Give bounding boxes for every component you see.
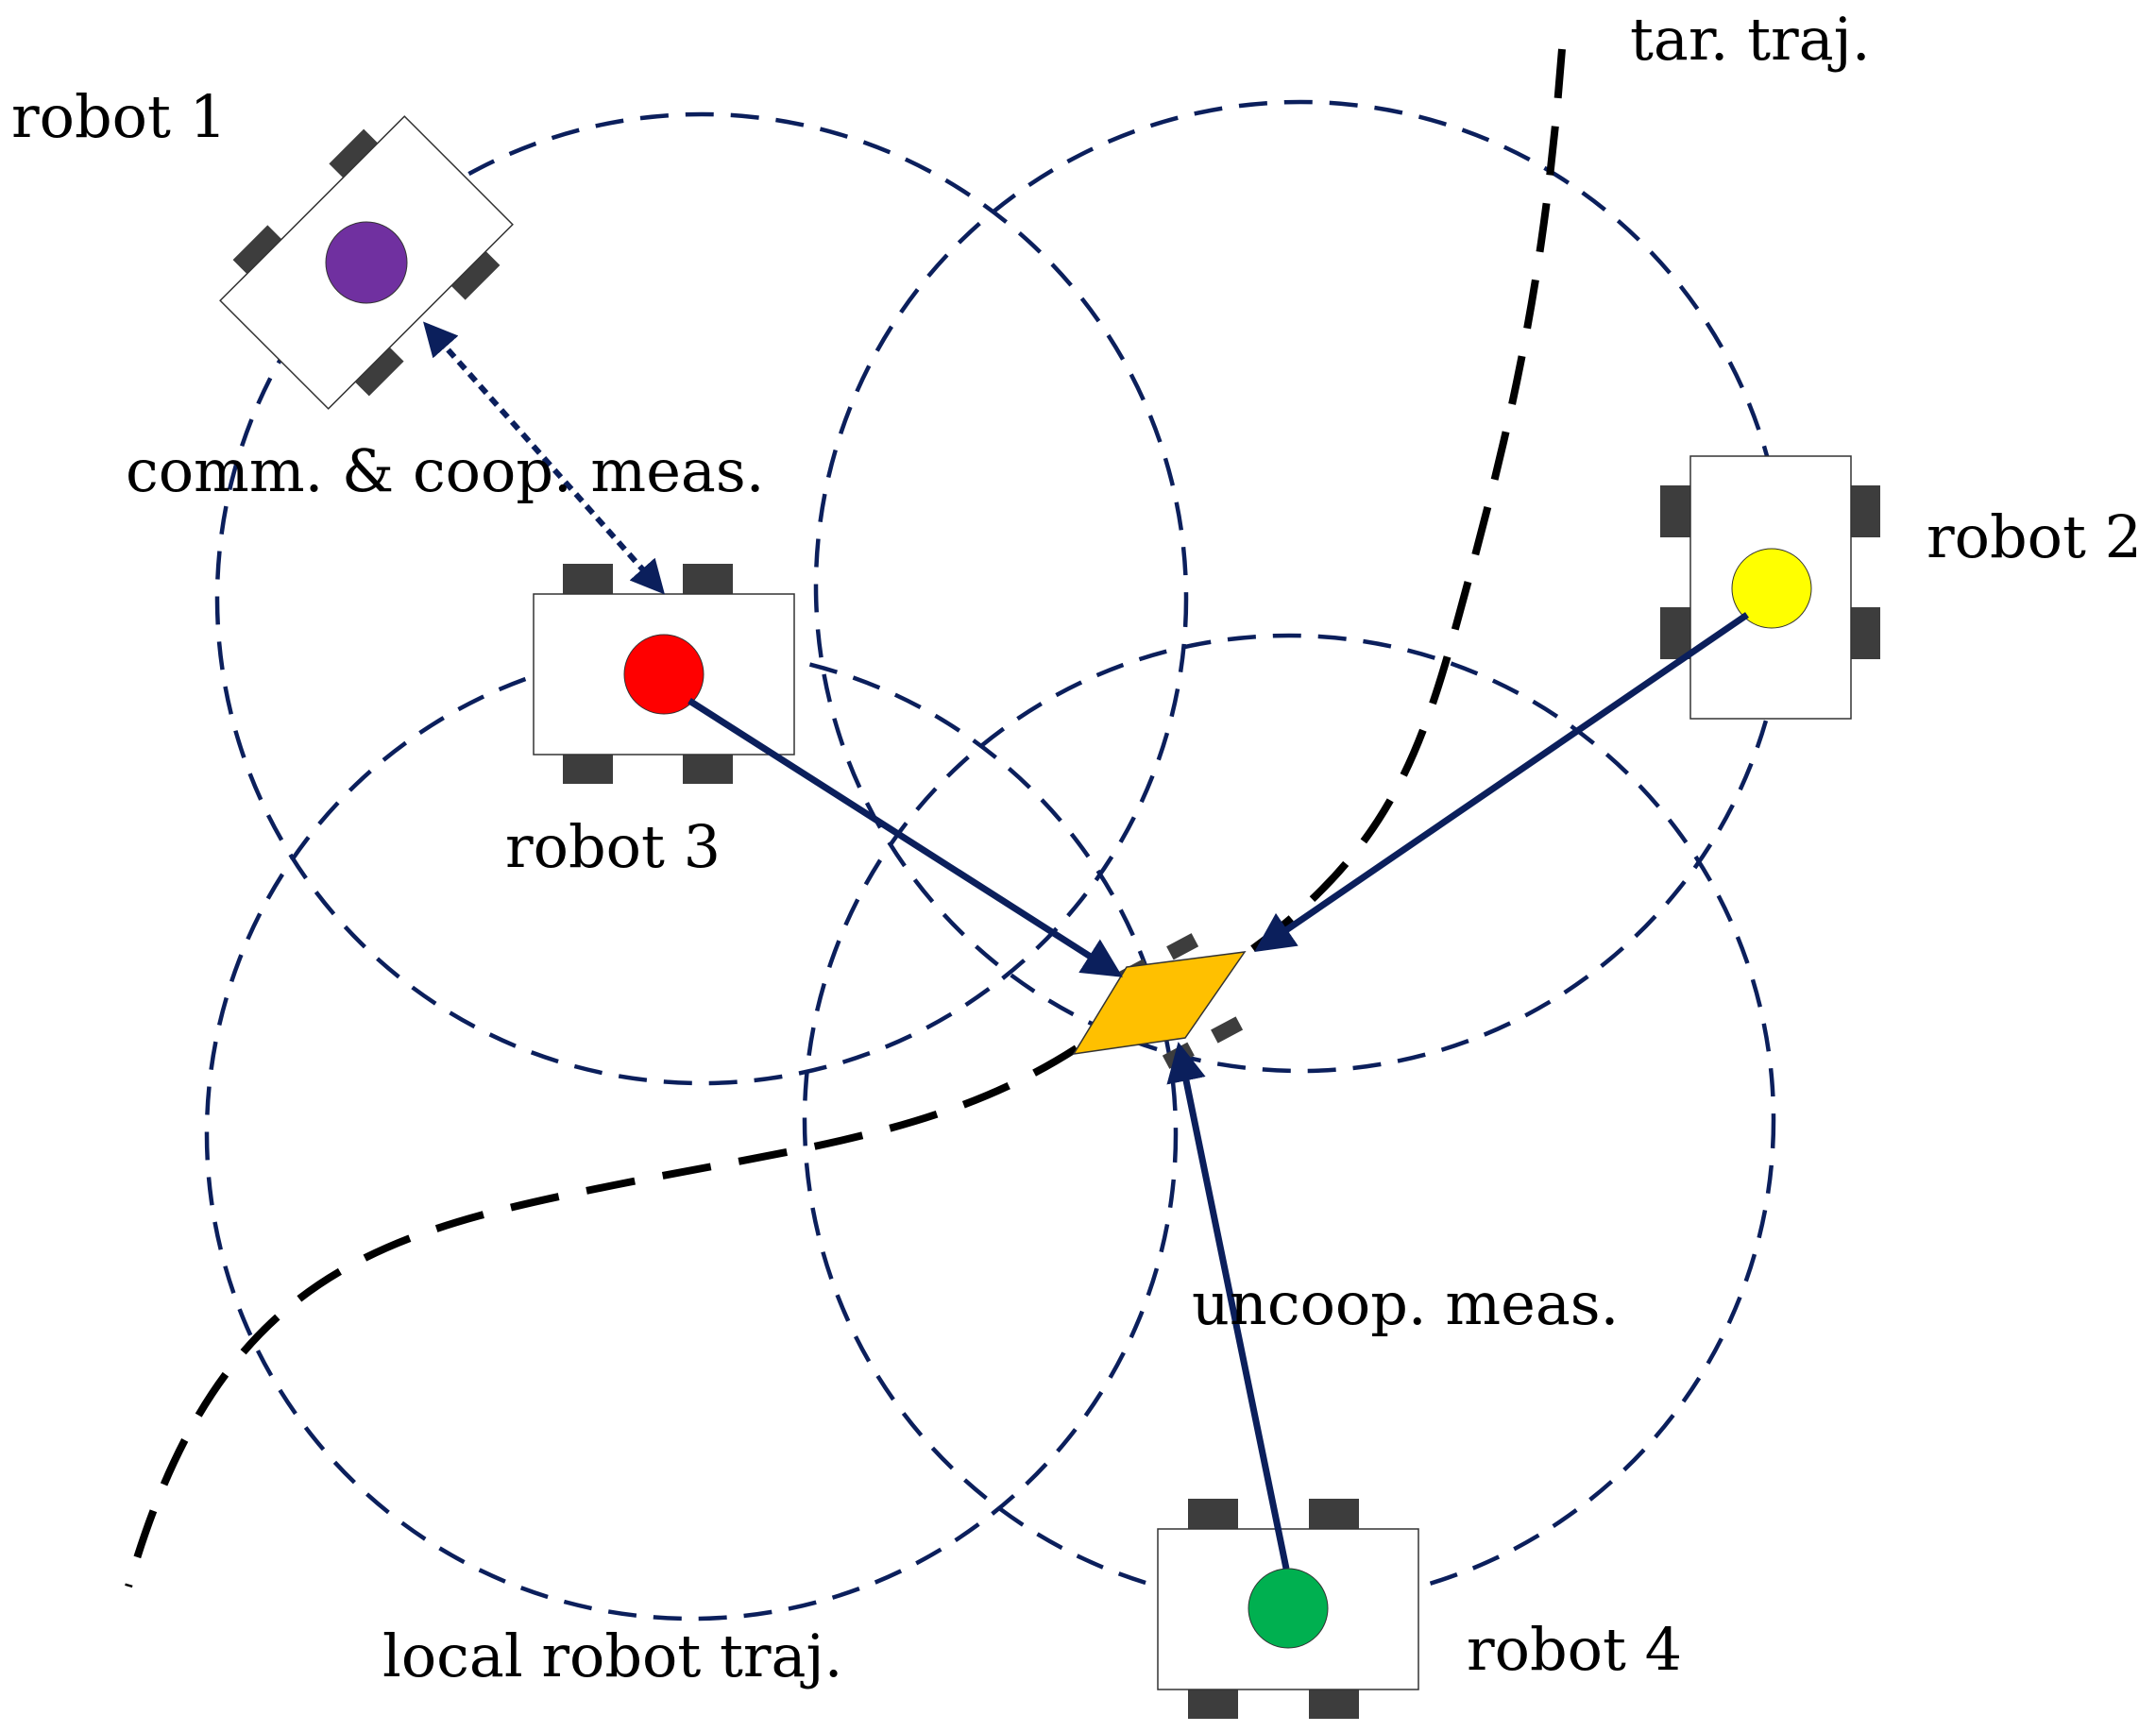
robot-3 [533, 564, 795, 784]
label-target-trajectory: tar. traj. [1630, 5, 1871, 74]
robot-3-wheel [563, 753, 613, 784]
robot-4 [1157, 1499, 1419, 1719]
robot-2 [1660, 455, 1880, 720]
robot-4-wheel [1309, 1499, 1359, 1530]
robot4-range-circle [802, 633, 1776, 1607]
robot-2-wheel [1849, 607, 1880, 659]
label-robot-1: robot 1 [11, 82, 227, 151]
robot-1-wheel [351, 344, 404, 397]
robot-1-wheel [329, 128, 382, 181]
target-trajectory [1246, 48, 1566, 956]
label-robot-2: robot 2 [1927, 502, 2142, 571]
robot1-range-circle [214, 111, 1189, 1086]
robot-3-wheel [563, 564, 613, 595]
robot-1-wheel [232, 225, 285, 278]
robot-4-wheel [1309, 1688, 1359, 1719]
uncoop-measurement-arrow-robot4 [1166, 1042, 1290, 1570]
robot-1 [219, 115, 514, 410]
label-robot-4: robot 4 [1467, 1615, 1682, 1684]
target-body [1072, 951, 1247, 1055]
robot-1-wheel [448, 247, 501, 300]
robot-4-wheel [1188, 1499, 1238, 1530]
robot-2-wheel [1660, 485, 1691, 537]
robot-1-marker [325, 221, 408, 304]
robot-3-wheel [683, 564, 733, 595]
robot3-range-circle [204, 647, 1179, 1622]
robot-3-wheel [683, 753, 733, 784]
robot-4-marker [1248, 1568, 1329, 1649]
uncoop-measurement-arrow-robot3 [688, 698, 1123, 977]
label-robot-3: robot 3 [505, 812, 721, 881]
uncoop-measurement-arrow-robot2 [1254, 612, 1749, 952]
robot-2-marker [1731, 548, 1812, 629]
robot-2-wheel [1849, 485, 1880, 537]
label-comm-coop-meas: comm. & coop. meas. [126, 436, 764, 505]
local-robot-trajectory [125, 1044, 1079, 1588]
comm-coop-measurement-arrow [423, 321, 665, 595]
label-local-robot-traj: local robot traj. [382, 1622, 842, 1690]
robot-2-wheel [1660, 607, 1691, 659]
robot-4-wheel [1188, 1688, 1238, 1719]
label-uncoop-meas: uncoop. meas. [1192, 1269, 1619, 1338]
robot-3-marker [623, 634, 705, 715]
robot2-range-circle [813, 99, 1788, 1074]
target-wheel [1166, 933, 1199, 960]
target-wheel [1211, 1016, 1244, 1044]
